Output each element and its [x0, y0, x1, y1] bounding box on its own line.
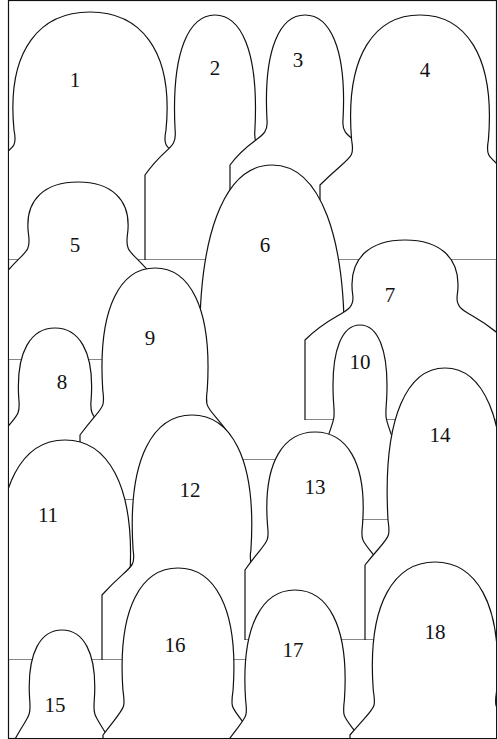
person-outline: 15 — [10, 628, 114, 738]
person-outline: 18 — [348, 560, 496, 738]
outline-shape — [348, 560, 496, 738]
person-outline: 16 — [101, 566, 255, 738]
outline-shape — [10, 628, 114, 738]
callout-number: 6 — [260, 235, 271, 256]
callout-number: 4 — [420, 60, 431, 81]
callout-number: 18 — [425, 622, 446, 643]
callout-number: 7 — [385, 285, 396, 306]
callout-number: 13 — [305, 477, 326, 498]
callout-number: 14 — [430, 425, 451, 446]
callout-number: 9 — [145, 328, 156, 349]
outline-shape — [350, 562, 496, 738]
callout-number: 3 — [293, 50, 304, 71]
callout-number: 16 — [165, 635, 186, 656]
outline-shape — [320, 15, 496, 260]
callout-number: 15 — [45, 695, 66, 716]
callout-number: 10 — [350, 352, 371, 373]
callout-number: 11 — [38, 505, 58, 526]
person-outline: 4 — [318, 13, 496, 260]
callout-number: 5 — [70, 235, 81, 256]
callout-number: 1 — [70, 70, 81, 91]
outline-shape — [103, 568, 253, 738]
outline-shape — [223, 588, 367, 738]
callout-number: 8 — [57, 372, 68, 393]
outline-shape — [225, 590, 365, 738]
outline-shape — [12, 630, 112, 738]
outline-shape — [318, 13, 496, 260]
person-outline: 17 — [223, 588, 367, 738]
callout-number: 2 — [210, 58, 221, 79]
callout-number: 17 — [283, 640, 304, 661]
callout-number: 12 — [180, 480, 201, 501]
